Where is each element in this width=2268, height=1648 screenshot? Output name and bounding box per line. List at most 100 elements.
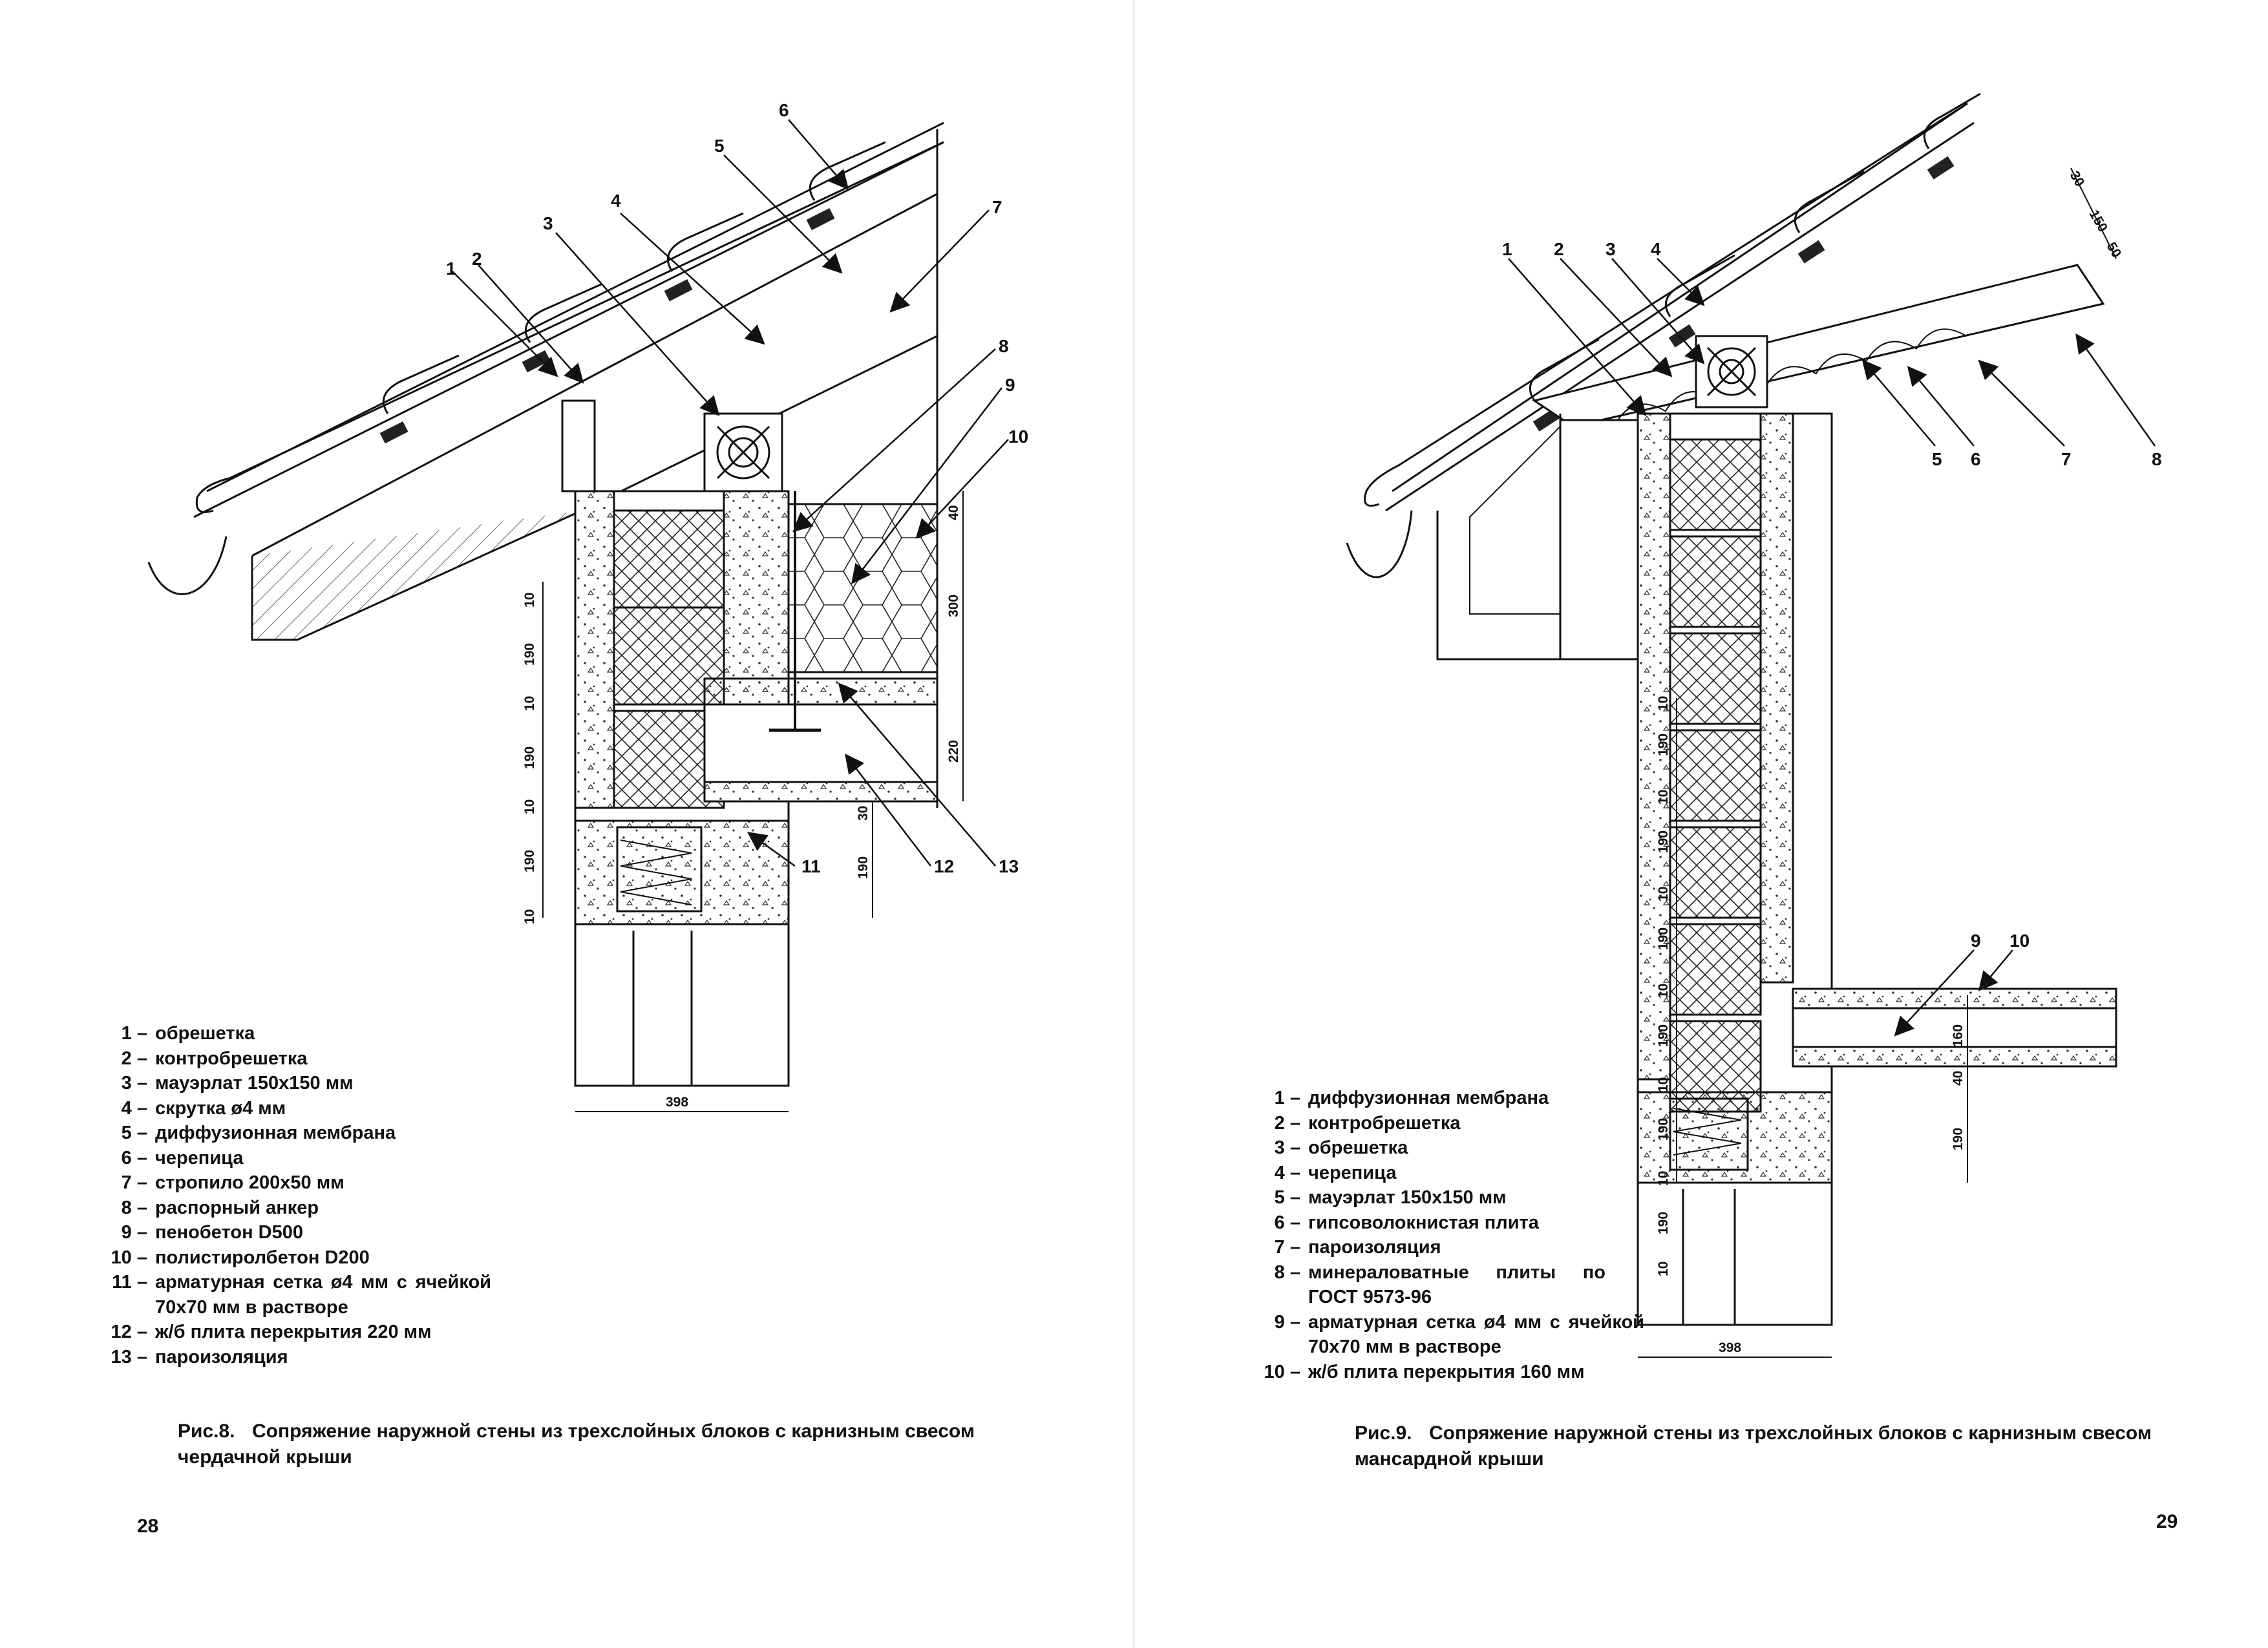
legend-item-num: 13 – — [111, 1346, 147, 1368]
legend-item-num: 3 – — [1274, 1137, 1300, 1158]
dim-wall-10-c: 10 — [522, 799, 537, 814]
callout-8: 8 — [999, 336, 1009, 356]
dim-roof-150: 150 — [2086, 207, 2110, 235]
mineral-wool-insulation — [1532, 264, 2105, 428]
legend-item-num: 7 – — [121, 1172, 147, 1193]
dim-slab-160: 160 — [1951, 1024, 1966, 1047]
callout-4: 4 — [1651, 239, 1661, 259]
legend-item: 5 –мауэрлат 150х150 мм — [1250, 1185, 1644, 1210]
legend-item: 7 –пароизоляция — [1250, 1235, 1644, 1260]
callout-11: 11 — [801, 856, 821, 876]
dim-wall-10-b: 10 — [522, 696, 537, 711]
callout-3: 3 — [1606, 239, 1616, 259]
callout-5: 5 — [714, 136, 725, 156]
legend-item: 9 –пенобетон D500 — [97, 1220, 491, 1245]
mauerlat — [1695, 335, 1768, 408]
legend-item-num: 11 – — [112, 1272, 147, 1293]
callout-7: 7 — [2061, 449, 2072, 469]
legend-item-num: 1 – — [1274, 1088, 1300, 1108]
legend-item: 3 – мауэрлат 150х150 мм — [97, 1071, 491, 1096]
gutter — [147, 536, 228, 595]
callout-7: 7 — [992, 197, 1002, 217]
figure-8-drawing: 1 2 3 4 5 6 7 8 9 10 11 12 13 10 190 10 … — [147, 100, 1028, 1112]
legend-item: 5 –диффузионная мембрана — [97, 1121, 491, 1146]
dim-wall-190-b: 190 — [522, 746, 537, 769]
callout-9: 9 — [1971, 931, 1981, 951]
callout-9: 9 — [1005, 375, 1015, 395]
roof-tiles — [193, 121, 944, 518]
legend-item: 8 –распорный анкер — [97, 1196, 491, 1221]
legend-item: 2 –контробрешетка — [97, 1046, 491, 1072]
legend-item-text: черепица — [155, 1147, 244, 1168]
wall-section — [1637, 412, 1833, 1326]
legend-item-text: мауэрлат 150х150 мм — [155, 1073, 354, 1093]
dim-wall-10-b: 10 — [1656, 790, 1671, 805]
dimension-lines — [1638, 167, 2117, 1358]
dimension-labels: 30 150 50 10 190 10 190 10 190 10 190 10… — [1656, 169, 2124, 1355]
legend-item: 6 –гипсоволокнистая плита — [1250, 1210, 1644, 1236]
legend-fig8: 1 –обрешетка 2 –контробрешетка 3 –мауэрл… — [97, 1021, 491, 1369]
legend-item: 1 – диффузионная мембрана — [1250, 1086, 1644, 1111]
callout-leaders — [1508, 258, 2156, 1037]
legend-item: 13 – пароизоляция — [97, 1345, 491, 1370]
dimension-lines — [542, 491, 964, 1112]
figure-9-drawing: 1 2 3 4 5 6 7 8 9 10 30 150 50 10 190 10… — [1346, 92, 2162, 1358]
legend-item-num: 12 – — [111, 1322, 147, 1342]
legend-item-text: арматурная сетка ø4 мм с ячейкой 70х70 м… — [155, 1272, 491, 1318]
legend-item-num: 5 – — [1274, 1187, 1300, 1208]
legend-item-num: 9 – — [1274, 1311, 1300, 1333]
callout-13: 13 — [999, 856, 1019, 876]
legend-item-num: 6 – — [121, 1147, 147, 1168]
legend-item-text: стропило 200х50 мм — [155, 1172, 344, 1193]
dim-wall-10-d: 10 — [1656, 984, 1671, 998]
legend-item-text: пароизоляция — [155, 1346, 288, 1368]
legend-item-text: ж/б плита перекрытия 160 мм — [1308, 1361, 1585, 1382]
legend-item: 10 – ж/б плита перекрытия 160 мм — [1250, 1360, 1644, 1385]
legend-item-text: контробрешетка — [1308, 1112, 1461, 1134]
dim-roof-30: 30 — [2067, 169, 2088, 189]
callout-8: 8 — [2152, 449, 2162, 469]
dim-wall-10-c: 10 — [1656, 887, 1671, 902]
callout-10: 10 — [1008, 427, 1028, 447]
dim-slab-40: 40 — [1951, 1071, 1966, 1086]
roof-tiles — [1364, 92, 1981, 512]
dim-wall-10-f: 10 — [1656, 1171, 1671, 1186]
dimension-labels: 10 190 10 190 10 190 10 40 300 220 30 19… — [522, 505, 961, 1110]
callout-12: 12 — [934, 856, 954, 876]
caption-prefix: Рис.9. — [1355, 1422, 1412, 1444]
caption-text: Сопряжение наружной стены из трехслойных… — [1355, 1422, 2152, 1470]
callout-1: 1 — [446, 259, 456, 279]
legend-item-text: минераловатные плиты по ГОСТ 9573-96 — [1308, 1262, 1606, 1308]
callout-6: 6 — [1971, 449, 1981, 469]
legend-item-text: пенобетон D500 — [155, 1222, 303, 1243]
legend-item: 10 –полистиролбетон D200 — [97, 1245, 491, 1271]
dim-slab-190: 190 — [1951, 1128, 1966, 1150]
legend-item-num: 8 – — [1274, 1262, 1300, 1283]
dim-wall-width: 398 — [1719, 1340, 1741, 1355]
legend-item-text: ж/б плита перекрытия 220 мм — [155, 1322, 432, 1342]
roof-battens — [379, 208, 835, 444]
legend-item-num: 10 – — [1264, 1361, 1300, 1382]
legend-item: 12 – ж/б плита перекрытия 220 мм — [97, 1320, 491, 1345]
figure-caption-9: Рис.9.Сопряжение наружной стены из трехс… — [1355, 1421, 2182, 1472]
legend-item-text: диффузионная мембрана — [1308, 1088, 1549, 1108]
callout-10: 10 — [2009, 931, 2030, 951]
legend-item: 11 – арматурная сетка ø4 мм с ячейкой 70х… — [97, 1270, 491, 1320]
dim-wall-10-a: 10 — [1656, 696, 1671, 711]
legend-item: 9 –арматурная сетка ø4 мм с ячейкой 70х7… — [1250, 1310, 1644, 1360]
gutter — [1346, 510, 1413, 578]
dim-wall-width: 398 — [666, 1095, 688, 1110]
legend-item-text: контробрешетка — [155, 1048, 308, 1069]
legend-item-num: 5 – — [121, 1123, 147, 1143]
legend-item-text: обрешетка — [1308, 1137, 1408, 1158]
callout-1: 1 — [1502, 239, 1512, 259]
dim-wall-10-g: 10 — [1656, 1262, 1671, 1276]
legend-item-num: 3 – — [121, 1073, 147, 1093]
dim-wall-190-c: 190 — [522, 850, 537, 872]
dim-wall-10-d: 10 — [522, 909, 537, 924]
legend-item-text: распорный анкер — [155, 1197, 319, 1218]
page-number: 29 — [2156, 1511, 2178, 1532]
dim-wall-190-e: 190 — [1656, 1118, 1671, 1141]
callout-6: 6 — [779, 100, 789, 120]
callout-leaders — [452, 119, 1009, 867]
